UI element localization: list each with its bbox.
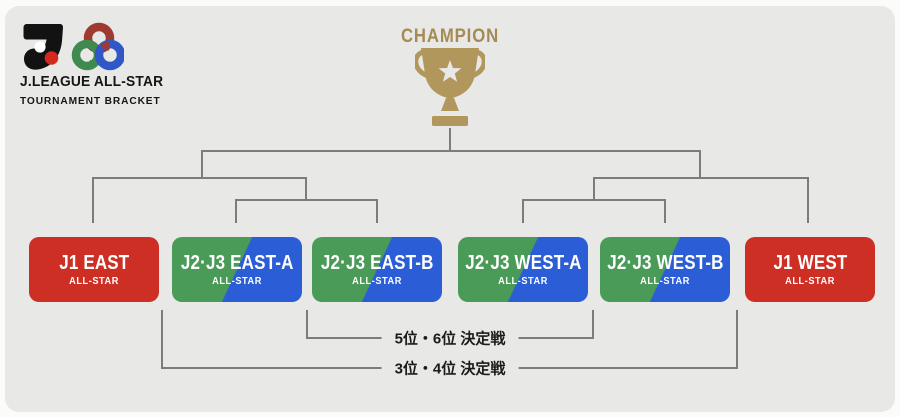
right-semifinal-line bbox=[593, 177, 809, 223]
branding-block: J.LEAGUE ALL-STAR TOURNAMENT BRACKET bbox=[18, 22, 208, 107]
team-box-j2j3-east-b: J2·J3 EAST-B ALL-STAR bbox=[312, 237, 442, 302]
team-label: J1 EAST bbox=[58, 251, 130, 274]
brand-title: J.LEAGUE ALL-STAR bbox=[20, 74, 164, 90]
team-label: J2·J3 WEST-A bbox=[464, 251, 582, 274]
team-box-j1-west: J1 WEST ALL-STAR bbox=[745, 237, 875, 302]
left-semifinal-line bbox=[92, 177, 307, 223]
team-label: J2·J3 EAST-A bbox=[180, 251, 294, 274]
fifth-sixth-place-match-label: 5位・6位 決定戦 bbox=[381, 327, 519, 349]
left-quarter-line bbox=[235, 199, 378, 223]
team-box-j2j3-west-a: J2·J3 WEST-A ALL-STAR bbox=[458, 237, 588, 302]
team-sublabel: ALL-STAR bbox=[352, 275, 402, 287]
team-box-j1-east: J1 EAST ALL-STAR bbox=[29, 237, 159, 302]
champion-label: CHAMPION bbox=[400, 26, 500, 47]
star-icon bbox=[438, 60, 462, 82]
team-sublabel: ALL-STAR bbox=[785, 275, 835, 287]
team-label: J2·J3 WEST-B bbox=[606, 251, 724, 274]
team-sublabel: ALL-STAR bbox=[640, 275, 690, 287]
team-box-j2j3-west-b: J2·J3 WEST-B ALL-STAR bbox=[600, 237, 730, 302]
jleague-logo-icon bbox=[23, 24, 63, 70]
allstar-emblem-icon bbox=[71, 22, 124, 71]
team-box-j2j3-east-a: J2·J3 EAST-A ALL-STAR bbox=[172, 237, 302, 302]
trophy-icon bbox=[415, 48, 485, 126]
team-sublabel: ALL-STAR bbox=[498, 275, 548, 287]
final-bar-line bbox=[201, 150, 701, 178]
team-sublabel: ALL-STAR bbox=[69, 275, 119, 287]
brand-subtitle: TOURNAMENT BRACKET bbox=[20, 95, 161, 107]
team-label: J2·J3 EAST-B bbox=[320, 251, 434, 274]
third-fourth-place-match-label: 3位・4位 決定戦 bbox=[381, 357, 519, 379]
right-quarter-line bbox=[522, 199, 666, 223]
team-label: J1 WEST bbox=[773, 251, 847, 274]
team-sublabel: ALL-STAR bbox=[212, 275, 262, 287]
